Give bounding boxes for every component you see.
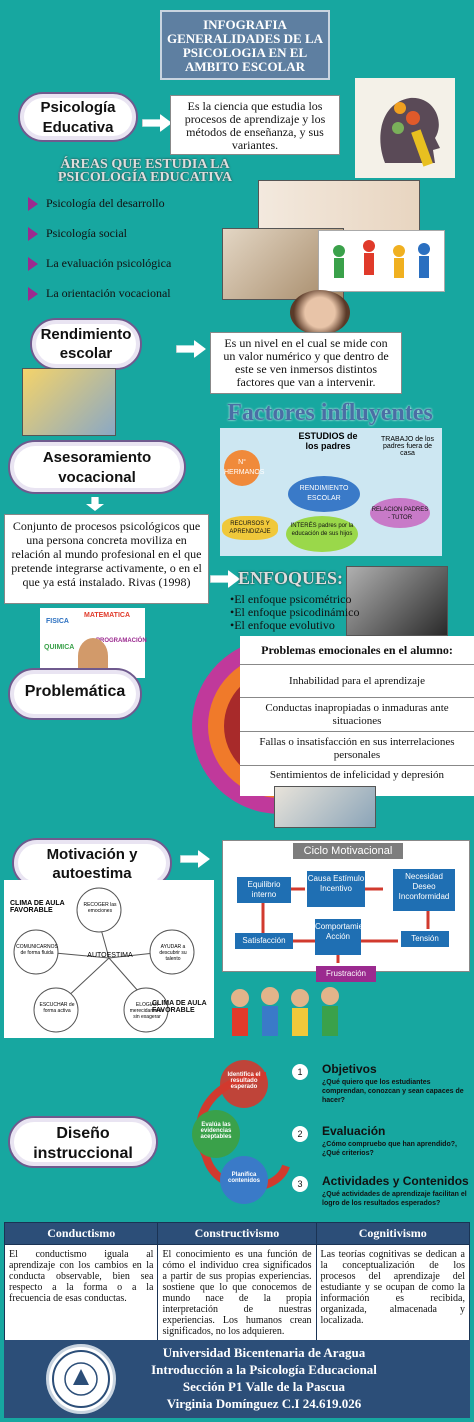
theories-table: Conductismo Constructivismo Cognitivismo… bbox=[3, 1222, 471, 1342]
arrow-icon bbox=[180, 850, 210, 868]
babies-development-image bbox=[258, 180, 420, 234]
header-cognitivismo: Cognitivismo bbox=[315, 1222, 471, 1245]
ciclo-comportamiento: Comportamiento Acción bbox=[315, 919, 374, 955]
triangle-icon bbox=[28, 227, 38, 242]
step-circle-1: Identifica el resultado esperado bbox=[227, 1072, 261, 1090]
ciclo-equilibrio: Equilibrio interno bbox=[237, 877, 291, 903]
node-recoger: RECOGER las emociones bbox=[83, 902, 117, 914]
problematica-label: Problemática bbox=[8, 668, 142, 720]
triangle-icon bbox=[28, 257, 38, 272]
title-banner: INFOGRAFIA GENERALIDADES DE LA PSICOLOGI… bbox=[160, 10, 330, 80]
factor-hermanos: N° HERMANOS bbox=[224, 450, 264, 486]
cell-constructivismo: El conocimiento es una función de cómo e… bbox=[157, 1244, 317, 1342]
factor-estudios: ESTUDIOS de los padres bbox=[298, 431, 358, 451]
cell-cognitivismo: Las teorías cognitivas se dedican a la c… bbox=[315, 1244, 471, 1342]
people-figures-image bbox=[318, 230, 445, 292]
step-question-2: ¿Cómo compruebo que han aprendido?, ¿Qué… bbox=[322, 1141, 457, 1157]
footer-line: Introducción a la Psicología Educacional bbox=[151, 1362, 377, 1377]
problema-item: Inhabilidad para el aprendizaje bbox=[240, 665, 474, 698]
step-number-1: 1 bbox=[292, 1064, 308, 1080]
step-number-2: 2 bbox=[292, 1126, 308, 1142]
rendimiento-escolar-label: Rendimiento escolar bbox=[30, 318, 142, 370]
step-title-2: Evaluación bbox=[322, 1124, 386, 1138]
factor-recursos: RECURSOS Y APRENDIZAJE bbox=[222, 516, 278, 540]
footer-line: Universidad Bicentenaria de Aragua bbox=[162, 1345, 366, 1360]
footer-line: Sección P1 Valle de la Pascua bbox=[182, 1379, 346, 1394]
factor-trabajo: TRABAJO de los padres fuera de casa bbox=[381, 436, 434, 457]
header-conductismo: Conductismo bbox=[3, 1222, 159, 1245]
step-number-3: 3 bbox=[292, 1176, 308, 1192]
step-circle-3: Planifica contenidos bbox=[227, 1172, 260, 1184]
node-ayudar: AYUDAR a descubrir su talento bbox=[159, 944, 187, 962]
footer: Universidad Bicentenaria de Aragua Intro… bbox=[4, 1340, 470, 1418]
autoestima-center: AUTOESTIMA bbox=[87, 952, 133, 959]
diseno-label: Diseño instruccional bbox=[8, 1116, 158, 1168]
problema-item: Fallas o insatisfacción en sus interrela… bbox=[240, 732, 474, 766]
areas-title: ÁREAS QUE ESTUDIA LA PSICOLOGÍA EDUCATIV… bbox=[57, 157, 233, 185]
psicologia-educativa-label: Psicología Educativa bbox=[18, 92, 138, 142]
enfoque-item: •El enfoque psicodinámico bbox=[230, 605, 360, 619]
factores-diagram: ESTUDIOS de los padres TRABAJO de los pa… bbox=[220, 428, 442, 556]
area-item: Psicología del desarrollo bbox=[28, 196, 171, 226]
footer-line: Virginia Domínguez C.I 24.619.026 bbox=[166, 1396, 362, 1411]
subject-label: PROGRAMACIÓN bbox=[96, 638, 147, 644]
ciclo-tension: Tensión bbox=[401, 931, 449, 947]
node-elogiar: ELOGIAR merecidamente sin exagerar bbox=[129, 1002, 165, 1020]
enfoque-item: •El enfoque evolutivo bbox=[230, 618, 335, 632]
factor-interes: INTERÉS padres por la educación de sus h… bbox=[286, 516, 358, 552]
footer-text: Universidad Bicentenaria de Aragua Intro… bbox=[124, 1344, 404, 1412]
enfoque-item: •El enfoque psicométrico bbox=[230, 592, 352, 606]
asesoramiento-vocacional-label: Asesoramiento vocacional bbox=[8, 440, 186, 494]
head-gears-icon bbox=[355, 78, 455, 178]
node-escuchar: ESCUCHAR de forma activa bbox=[39, 1002, 75, 1014]
enfoques-list: •El enfoque psicométrico •El enfoque psi… bbox=[230, 593, 360, 632]
factor-relacion: RELACION PADRES - TUTOR bbox=[370, 498, 430, 528]
girl-photo bbox=[290, 290, 350, 335]
triangle-icon bbox=[28, 197, 38, 212]
university-seal bbox=[46, 1344, 116, 1414]
cell-conductismo: El conductismo iguala al aprendizaje con… bbox=[3, 1244, 159, 1342]
diseno-diagram: Identifica el resultado esperado Evalúa … bbox=[176, 1056, 300, 1206]
rendimiento-escolar-definition: Es un nivel en el cual se mide con un va… bbox=[210, 332, 402, 394]
arrow-down-icon bbox=[86, 497, 104, 511]
psicologia-educativa-definition: Es la ciencia que estudia los procesos d… bbox=[170, 95, 340, 155]
asesoramiento-definition: Conjunto de procesos psicológicos que un… bbox=[4, 514, 209, 604]
autoestima-diagram: CLIMA DE AULA FAVORABLE AUTOESTIMA RECOG… bbox=[4, 880, 214, 1038]
arrow-icon bbox=[210, 570, 240, 588]
kids-reading-image bbox=[22, 368, 116, 436]
area-item: Psicología social bbox=[28, 226, 171, 256]
subject-label: QUIMICA bbox=[44, 644, 75, 651]
happy-kids-image bbox=[222, 984, 352, 1046]
step-question-1: ¿Qué quiero que los estudiantes comprend… bbox=[322, 1079, 464, 1104]
ciclo-necesidad: Necesidad Deseo Inconformidad bbox=[393, 869, 455, 911]
area-item: La evaluación psicológica bbox=[28, 256, 171, 286]
ciclo-satisfaccion: Satisfacción bbox=[235, 933, 293, 949]
subject-label: FISICA bbox=[46, 618, 69, 625]
step-circle-2: Evalúa las evidencias aceptables bbox=[200, 1122, 232, 1140]
step-question-3: ¿Qué actividades de aprendizaje facilita… bbox=[322, 1191, 467, 1207]
arrow-icon bbox=[142, 114, 172, 132]
enfoques-title: ENFOQUES: bbox=[238, 568, 344, 588]
header-constructivismo: Constructivismo bbox=[157, 1222, 317, 1245]
psychologists-photo bbox=[346, 566, 448, 636]
step-title-1: Objetivos bbox=[322, 1062, 377, 1076]
sad-student-image bbox=[274, 786, 376, 828]
area-item: La orientación vocacional bbox=[28, 286, 171, 316]
arrow-icon bbox=[176, 340, 206, 358]
ciclo-motivacional: Ciclo Motivacional Equilibrio interno Ca… bbox=[222, 840, 470, 972]
step-title-3: Actividades y Contenidos bbox=[322, 1174, 469, 1188]
triangle-icon bbox=[28, 287, 38, 302]
factores-title: Factores influyentes bbox=[227, 400, 433, 426]
areas-list: Psicología del desarrollo Psicología soc… bbox=[28, 196, 171, 316]
subject-label: MATEMATICA bbox=[84, 612, 131, 619]
factor-center: RENDIMIENTO ESCOLAR bbox=[288, 476, 360, 512]
clima-right: CLIMA DE AULA FAVORABLE bbox=[152, 1000, 207, 1014]
ciclo-frustracion: Frustración bbox=[316, 966, 376, 982]
clima-left: CLIMA DE AULA FAVORABLE bbox=[10, 900, 65, 914]
ciclo-title: Ciclo Motivacional bbox=[293, 843, 403, 859]
node-comunicarnos: COMUNICARNOS de forma fluida bbox=[16, 944, 58, 956]
problemas-title: Problemas emocionales en el alumno: bbox=[240, 636, 474, 665]
problema-item: Conductas inapropiadas o inmaduras ante … bbox=[240, 698, 474, 732]
ciclo-causa: Causa Estímulo Incentivo bbox=[307, 871, 365, 907]
